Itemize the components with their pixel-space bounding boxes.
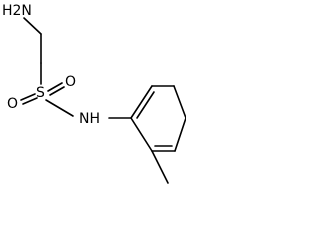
molecule-canvas: H2N S O O NH xyxy=(2,3,186,184)
bond-s-o-left-b xyxy=(22,97,38,105)
structure-diagram: H2N S O O NH xyxy=(2,3,186,184)
ring-bond-3 xyxy=(173,85,186,119)
oxygen-left-label: O xyxy=(7,96,18,112)
ring-bond-6 xyxy=(130,117,153,152)
bond-s-o-right-b xyxy=(49,86,65,96)
ring-bond-1 xyxy=(130,85,153,119)
bond-n-c1 xyxy=(23,17,42,35)
oxygen-right-label: O xyxy=(65,74,76,90)
ring-bond-4 xyxy=(174,117,186,152)
bond-s-o-left-a xyxy=(20,93,36,101)
bond-s-n xyxy=(45,99,74,117)
bond-methyl xyxy=(151,150,169,184)
bond-s-o-right-a xyxy=(47,82,63,92)
sulfur-label: S xyxy=(36,85,45,101)
amine-label: H2N xyxy=(2,3,32,19)
amide-nh-label: NH xyxy=(79,111,100,127)
ring-bond-1-inner xyxy=(136,91,155,119)
